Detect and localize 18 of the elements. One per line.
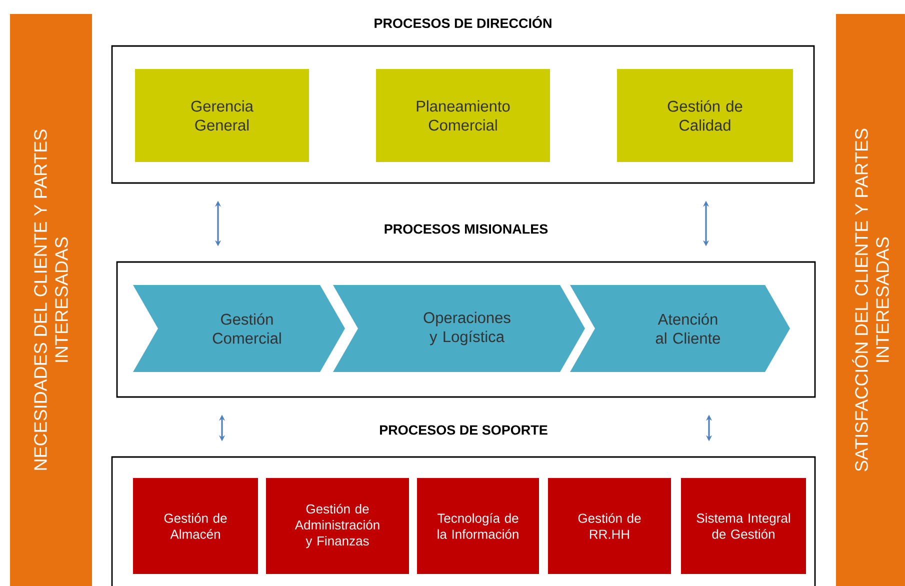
process-box: Gestión de Administración y Finanzas: [266, 478, 409, 574]
process-step: Gestión Comercial: [133, 285, 345, 372]
process-box: Gestión de RR.HH: [548, 478, 671, 574]
process-step: Atención al Cliente: [570, 285, 790, 372]
process-box: Sistema Integral de Gestión: [681, 478, 806, 574]
process-step: Operaciones y Logística: [333, 285, 585, 372]
section-heading: PROCESOS MISIONALES: [384, 224, 548, 234]
section-heading: PROCESOS DE SOPORTE: [380, 425, 548, 435]
section-heading: PROCESOS DE DIRECCIÓN: [374, 16, 552, 28]
process-box: Planeamiento Comercial: [376, 69, 550, 162]
process-box: Tecnología de la Información: [417, 478, 539, 574]
side-band: NECESIDADES DEL CLIENTE Y PARTES INTERESADAS: [10, 14, 92, 586]
node-label: Operaciones y Logística: [424, 312, 510, 346]
node-label: Atención al Cliente: [656, 313, 720, 344]
side-band: SATISFACCIÓN DEL CLIENTE Y PARTES INTERESADAS: [836, 14, 905, 586]
process-box: Gestión de Almacén: [133, 478, 258, 574]
process-box: Gerencia General: [135, 69, 309, 162]
process-box: Gestión de Calidad: [617, 69, 793, 162]
